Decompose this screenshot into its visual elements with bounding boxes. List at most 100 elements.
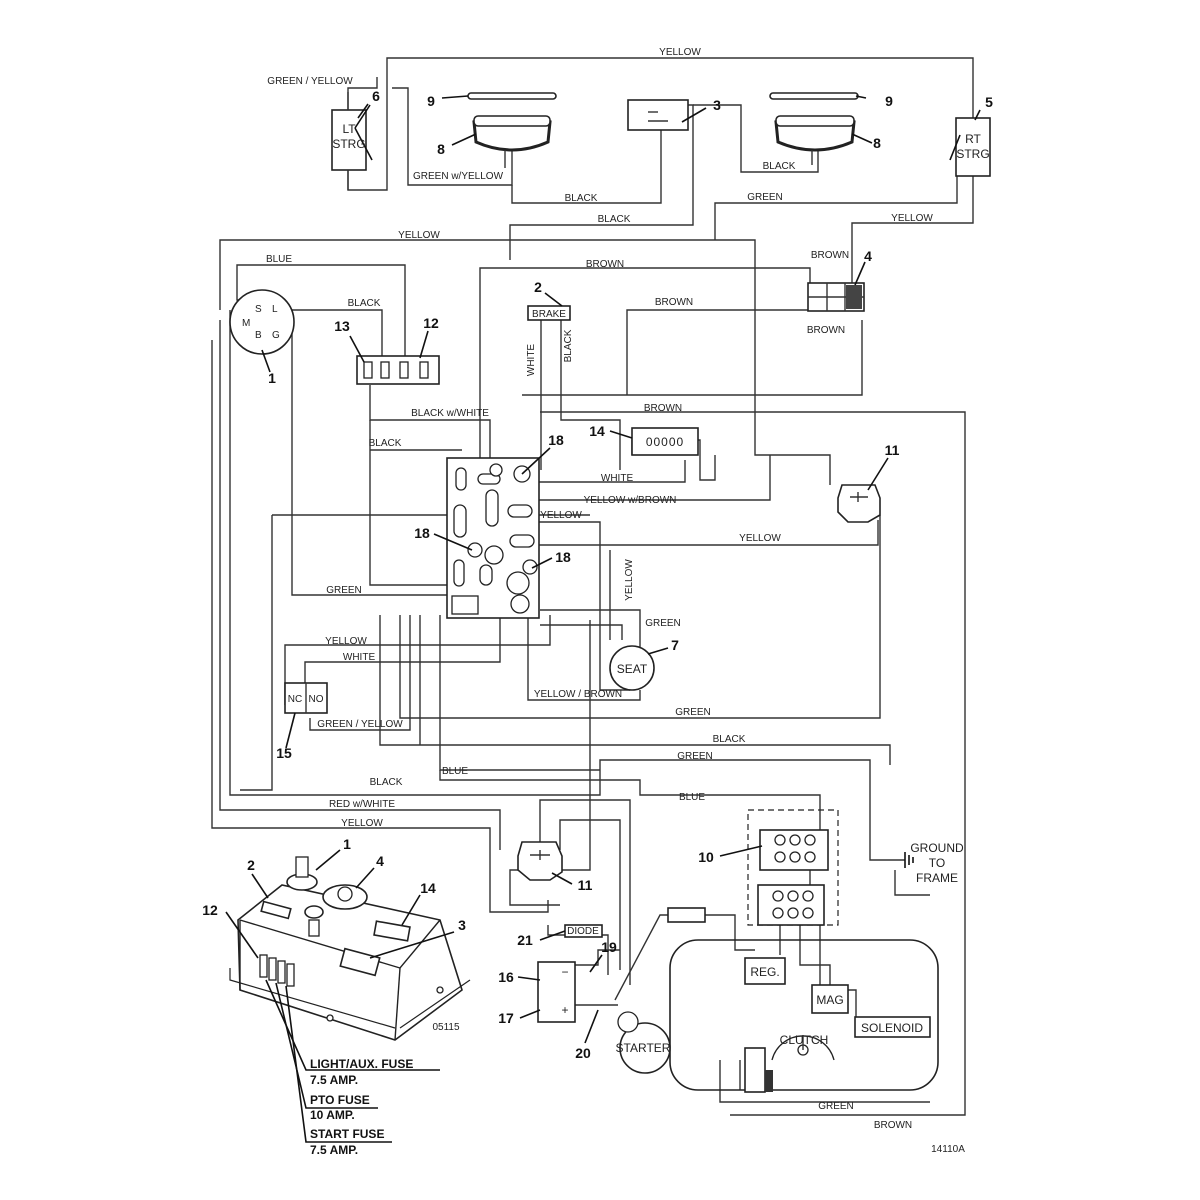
relay-no-label: NO [309,694,324,705]
battery-minus: − [561,965,568,979]
panel-callout-1: 1 [343,836,351,852]
headlight-left [472,115,552,168]
callout-1: 1 [268,370,276,386]
callout-numbers: 9 9 8 8 3 5 6 4 2 1 13 12 14 18 18 18 11… [202,88,993,1061]
wire-label-green-yellow-relay: GREEN / YELLOW [317,719,403,730]
seat-label: SEAT [617,662,648,676]
wire-label-black-right: BLACK [598,214,631,225]
headlight-lens-right [769,92,859,100]
control-module [446,457,540,619]
wire-label-green-yellow-top: GREEN / YELLOW [267,76,353,87]
wire-label-red-w-white: RED w/WHITE [329,799,395,810]
diode-label: DIODE [567,926,599,937]
wire-label-brown-bottom: BROWN [874,1120,912,1131]
callout-19: 19 [601,939,617,955]
relay-nc-label: NC [288,694,302,705]
engine-outline [669,939,939,1091]
wire-label-green-bottom: GREEN [818,1101,854,1112]
callout-20: 20 [575,1045,591,1061]
wire-label-green-seat: GREEN [645,618,681,629]
ground-label-3: FRAME [916,871,958,885]
wire-label-black-lamp: BLACK [763,161,796,172]
panel-callout-3: 3 [458,917,466,933]
lt-strg-label-1: LT [342,122,356,136]
key-terminal-s: S [255,304,262,315]
fuse-block [356,355,440,385]
callout-11-lower: 11 [578,877,593,893]
callout-16: 16 [498,969,514,985]
callout-7: 7 [671,637,679,653]
left-steering-switch: LT STRG [331,92,373,190]
callout-21: 21 [517,932,533,948]
light-switch [627,99,689,131]
hour-meter-digits: 00000 [646,435,684,449]
relay-connector-lower [517,841,563,881]
wire-label-yellow-right: YELLOW [891,213,933,224]
key-terminal-g: G [272,330,280,341]
headlight-right [774,115,856,165]
brake-switch: BRAKE [527,305,571,321]
key-terminal-l: L [272,304,278,315]
engine-connector [747,809,839,926]
callout-8-left: 8 [437,141,445,157]
headlight-lens-left [467,92,557,100]
wire-label-green-lower-2: GREEN [677,751,713,762]
callout-18-right: 18 [555,549,571,565]
callout-18-top: 18 [548,432,564,448]
wire-label-yellow-v: YELLOW [624,559,635,601]
battery-plus: + [561,1003,568,1017]
mag-label: MAG [816,993,843,1007]
ground-label-1: GROUND [910,841,964,855]
wire-label-yellow-mid: YELLOW [739,533,781,544]
right-steering-switch: RT STRG [949,117,991,177]
seat-switch: SEAT [609,645,655,691]
callout-17: 17 [498,1010,514,1026]
ground-to-frame: GROUND TO FRAME [904,841,964,885]
wire-label-black-mid: BLACK [565,193,598,204]
wire-label-brown-mid: BROWN [655,297,693,308]
wire-label-brown-hour: BROWN [644,403,682,414]
wire-label-blue: BLUE [266,254,292,265]
wire-label-black-lower: BLACK [713,734,746,745]
rt-strg-label-1: RT [965,132,981,146]
relay-connector-upper [837,484,881,523]
starter-label: STARTER [616,1041,671,1055]
panel-callout-14: 14 [420,880,436,896]
relay: NC NO [284,682,328,714]
wire-label-yellow-top: YELLOW [659,47,701,58]
wire-label-white-hour: WHITE [601,473,634,484]
wire-label-yellow-lower: YELLOW [341,818,383,829]
diagram-code: 14110A [931,1144,965,1155]
wire-labels: YELLOW GREEN / YELLOW GREEN w/YELLOW BLA… [266,47,933,1131]
wire-label-white-relay: WHITE [343,652,376,663]
callout-13: 13 [334,318,350,334]
key-terminal-m: M [242,318,250,329]
wire-label-brown-switch-2: BROWN [807,325,845,336]
callout-6: 6 [372,88,380,104]
inline-fuse [667,907,706,923]
panel-callout-4: 4 [376,853,384,869]
control-panel-inset [229,856,471,1143]
wire-label-blue-lower: BLUE [442,766,468,777]
start-fuse-name: START FUSE [310,1127,384,1141]
brake-label: BRAKE [532,309,566,320]
start-fuse-amp: 7.5 AMP. [310,1143,358,1157]
wire-label-black-lower-2: BLACK [370,777,403,788]
callout-leaders [225,95,981,1044]
key-terminal-b: B [255,330,262,341]
engine-bracket [744,1047,773,1093]
callout-15: 15 [276,745,292,761]
pto-fuse-amp: 10 AMP. [310,1108,355,1122]
callout-3: 3 [713,97,721,113]
regulator: REG. [744,957,786,985]
panel-callout-2: 2 [247,857,255,873]
callout-9-left: 9 [427,93,435,109]
wire-label-brown-switch-1: BROWN [811,250,849,261]
wire-label-black-v: BLACK [563,329,574,362]
wire-label-blue-engine: BLUE [679,792,705,803]
wire-label-yellow-left: YELLOW [398,230,440,241]
diode: DIODE [564,924,603,938]
light-fuse-name: LIGHT/AUX. FUSE [310,1057,413,1071]
wire-label-yellow-brown: YELLOW / BROWN [534,689,622,700]
wire-label-brown-top: BROWN [586,259,624,270]
